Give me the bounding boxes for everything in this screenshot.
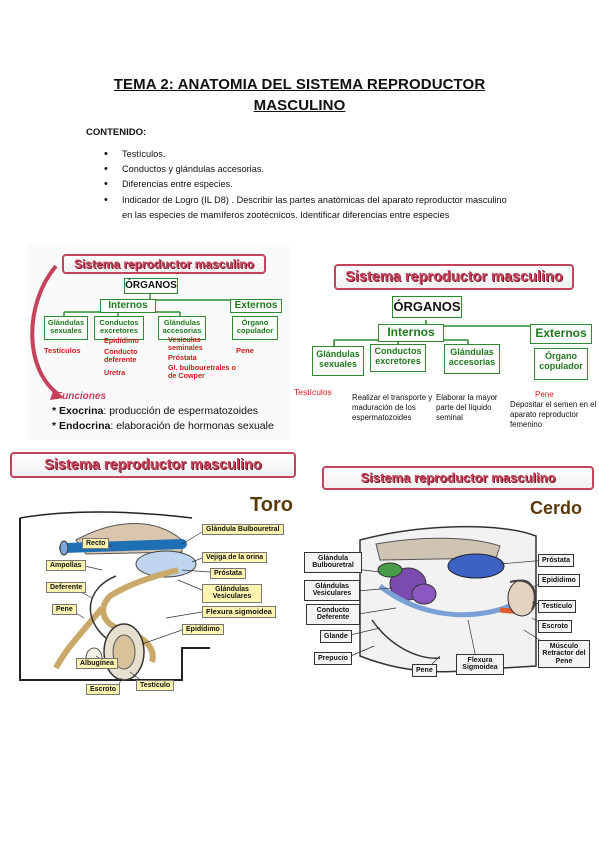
exocrina-label: * Exocrina <box>52 405 104 417</box>
toro-anatomy-illustration <box>19 511 211 687</box>
label-epididimo: Epidídimo <box>182 624 224 636</box>
diagram-left-banner: Sistema reproductor masculino <box>62 254 266 274</box>
list-item: Epidídimo <box>104 336 139 345</box>
list-item: Diferencias entre especies. <box>104 177 514 192</box>
label-escroto: Escroto <box>86 684 121 696</box>
conductos-note: Realizar el transporte y maduración de l… <box>352 393 433 422</box>
toro-banner: Sistema reproductor masculino <box>10 452 296 478</box>
diagram-right-panel: Sistema reproductor masculino ÓRGANOS In… <box>286 256 598 446</box>
list-item: Uretra <box>104 368 126 377</box>
testiculos-text: Testículos <box>44 346 81 355</box>
organo-copulador-box: Órgano copulador <box>534 348 588 380</box>
list-item: Próstata <box>168 353 197 362</box>
label-prostata: Próstata <box>210 568 247 580</box>
contenido-label: CONTENIDO: <box>86 127 147 138</box>
externos-box: Externos <box>530 324 592 344</box>
pene-text: Pene <box>236 346 254 355</box>
pene-text: Pene <box>535 390 554 399</box>
label-recto: Recto <box>82 538 110 550</box>
glandulas-sexuales-box: Glándulas sexuales <box>312 346 364 376</box>
label-testiculo: Testículo <box>136 680 175 692</box>
pene-note: Depositar el semen en el aparato reprodu… <box>510 400 597 429</box>
label-glandula-bulbouretral: Glándula Bulbouretral <box>304 552 362 573</box>
label-pene: Pene <box>412 664 437 678</box>
contenido-list: Testículos. Conductos y glándulas acceso… <box>104 147 514 223</box>
accesorias-list: Vesículas seminales Próstata Gl. bulbour… <box>168 336 244 380</box>
endocrina-line: * Endocrina: elaboración de hormonas sex… <box>52 420 274 432</box>
label-musculo-retractor: Músculo Retractor del Pene <box>538 640 590 669</box>
label-vejiga: Vejiga de la orina <box>202 552 268 564</box>
label-conducto-deferente: Conducto Deferente <box>306 604 360 625</box>
list-item: Conducto deferente <box>104 347 138 364</box>
label-epididimo: Epidídimo <box>538 574 580 588</box>
toro-title: Toro <box>250 494 293 516</box>
label-glandula-bulbouretral: Glándula Bulbouretral <box>202 524 284 536</box>
list-item: Testículos. <box>104 147 514 162</box>
conductos-list: Epidídimo Conducto deferente Uretra <box>104 336 156 378</box>
label-text: Glándula Bulbouretral <box>206 526 280 533</box>
label-glande: Glande <box>320 630 352 644</box>
testiculos-text: Testículos <box>294 387 332 397</box>
funciones-heading: Funciones <box>56 391 107 402</box>
glandulas-accesorias-box: Glándulas accesorias <box>444 344 500 374</box>
cerdo-anatomy-illustration <box>345 525 547 673</box>
exocrina-text: : producción de espermatozoides <box>103 405 259 417</box>
label-prostata: Próstata <box>538 554 575 568</box>
endocrina-label: * Endocrina <box>52 420 111 432</box>
glandulas-sexuales-box: Glándulas sexuales <box>44 316 88 340</box>
conductos-excretores-box: Conductos excretores <box>94 316 144 340</box>
glandulas-accesorias-box: Glándulas accesorias <box>158 316 206 340</box>
list-item: Vesículas seminales <box>168 335 203 352</box>
list-item: Gl. bulbouretrales o de Cowper <box>168 363 236 380</box>
cerdo-panel: Sistema reproductor masculino Cerdo <box>300 460 598 690</box>
endocrina-text: : elaboración de hormonas sexuale <box>110 420 274 432</box>
label-flexura: Flexura sigmoidea <box>202 606 276 618</box>
page-title-line2: MASCULINO <box>253 97 346 114</box>
exocrina-line: * Exocrina: producción de espermatozoide… <box>52 405 258 417</box>
internos-box: Internos <box>378 324 444 342</box>
organos-box: ÓRGANOS <box>392 296 462 318</box>
organo-copulador-box: Órgano copulador <box>232 316 278 340</box>
label-albuginea: Albugínea <box>76 658 118 670</box>
label-prepucio: Prepucio <box>314 652 352 666</box>
cerdo-title: Cerdo <box>530 498 583 518</box>
toro-panel: Sistema reproductor masculino Toro <box>6 448 300 696</box>
cerdo-banner: Sistema reproductor masculino <box>322 466 594 490</box>
label-pene: Pene <box>52 604 77 616</box>
conductos-excretores-box: Conductos excretores <box>370 344 426 372</box>
organos-box: ÓRGANOS <box>124 278 178 294</box>
diagram-right-banner: Sistema reproductor masculino <box>334 264 574 290</box>
label-flexura: Flexura Sigmoidea <box>456 654 504 675</box>
internos-box: Internos <box>100 299 156 313</box>
label-ampollas: Ampollas <box>46 560 86 572</box>
label-deferente: Deferente <box>46 582 87 594</box>
list-item: Conductos y glándulas accesorias. <box>104 162 514 177</box>
diagram-left-panel: Sistema reproductor masculino ÓRGANOS In… <box>28 244 290 440</box>
page-title-line1: TEMA 2: ANATOMIA DEL SISTEMA REPRODUCTOR <box>113 76 486 93</box>
label-testiculo: Testículo <box>538 600 577 614</box>
label-glandulas-vesiculares: Glándulas Vesiculares <box>202 584 262 603</box>
list-item: Indicador de Logro (IL D8) . Describir l… <box>104 193 514 223</box>
accesorias-note: Elaborar la mayor parte del líquido semi… <box>436 393 498 422</box>
label-glandulas-vesiculares: Glándulas Vesiculares <box>304 580 360 601</box>
label-escroto: Escroto <box>538 620 573 634</box>
externos-box: Externos <box>230 299 282 313</box>
